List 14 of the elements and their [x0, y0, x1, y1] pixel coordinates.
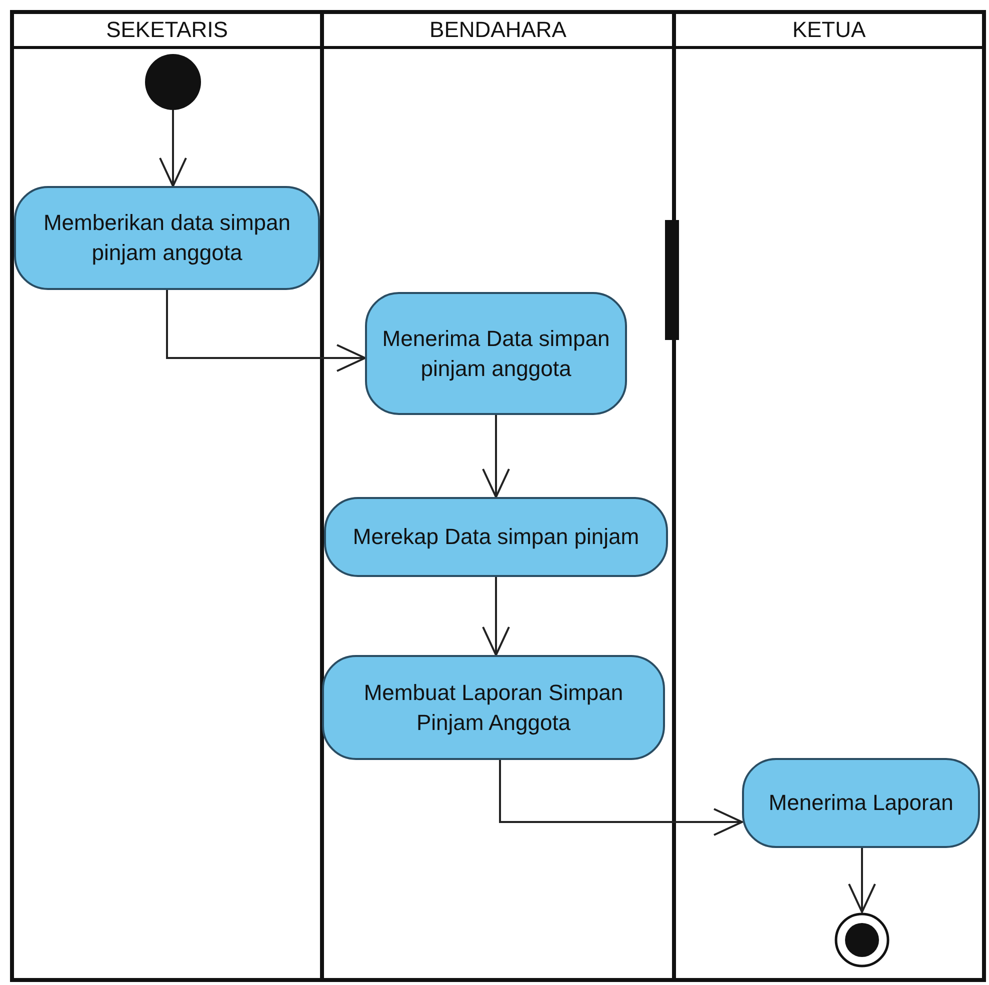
initial-node — [145, 54, 201, 110]
arrow — [499, 760, 743, 836]
sync-bar — [665, 220, 679, 340]
activity-box: Memberikan data simpan pinjam anggota — [14, 186, 320, 290]
arrow — [159, 110, 187, 187]
activity-box: Menerima Data simpan pinjam anggota — [365, 292, 627, 415]
final-node — [834, 912, 890, 968]
arrow — [848, 848, 876, 913]
arrow — [482, 415, 510, 498]
activity-box: Membuat Laporan Simpan Pinjam Anggota — [322, 655, 665, 760]
activity-box: Menerima Laporan — [742, 758, 980, 848]
activity-box: Merekap Data simpan pinjam — [324, 497, 668, 577]
arrow — [166, 290, 366, 372]
arrow — [482, 577, 510, 656]
